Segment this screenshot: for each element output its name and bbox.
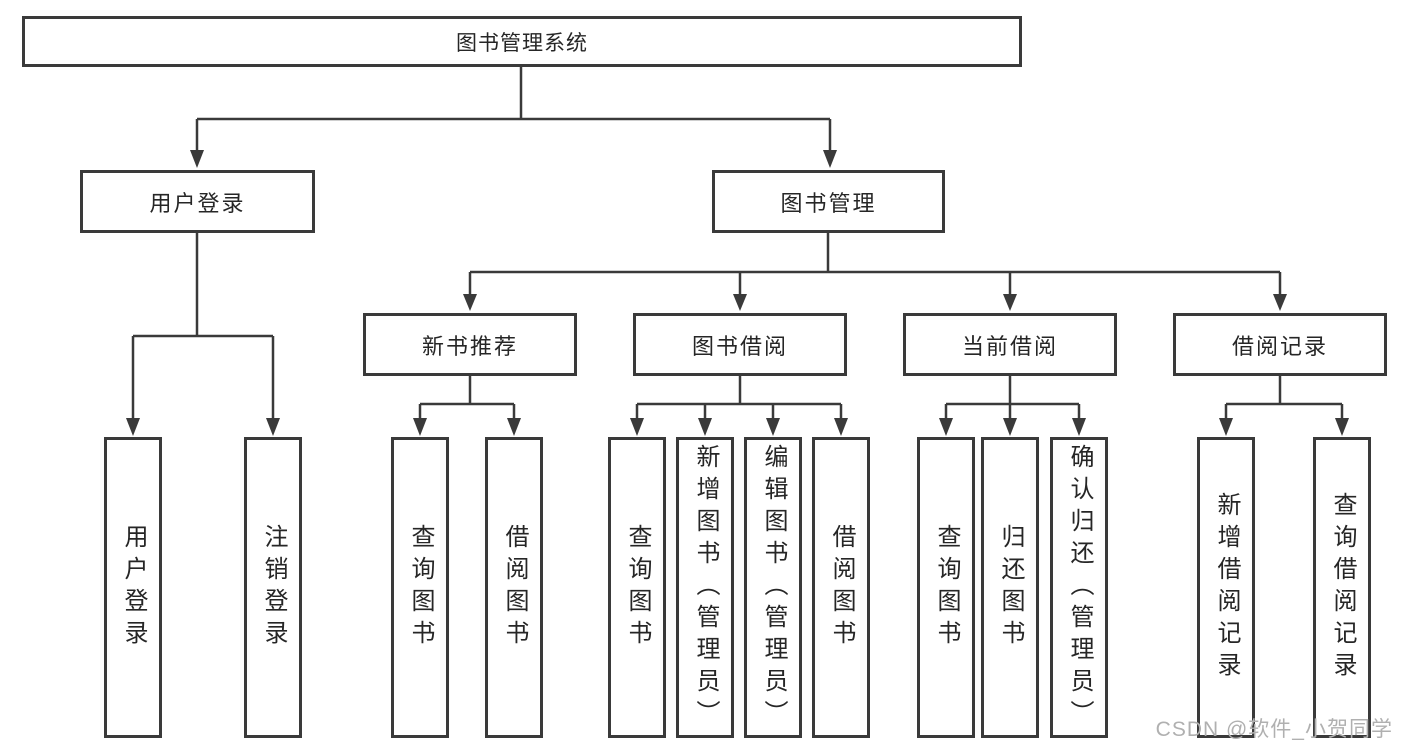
connector-borrowing-records-branch xyxy=(1219,376,1349,436)
leaf-logout: 注销登录 xyxy=(244,437,302,738)
connector-user-login-branch xyxy=(126,233,280,436)
node-label: 查询借阅记录 xyxy=(1329,491,1356,684)
node-label: 注销登录 xyxy=(260,523,287,652)
node-book-borrowing: 图书借阅 xyxy=(633,313,847,376)
leaf-borrow-books-recommendation: 借阅图书 xyxy=(485,437,543,738)
node-label: 借阅图书 xyxy=(828,523,855,652)
node-label: 借阅图书 xyxy=(501,523,528,652)
node-label: 新书推荐 xyxy=(421,333,518,359)
connector-book-management-branch xyxy=(463,233,1287,311)
node-label: 当前借阅 xyxy=(961,333,1058,359)
node-label: 归还图书 xyxy=(997,523,1024,652)
leaf-user-login: 用户登录 xyxy=(104,437,162,738)
leaf-query-borrow-record: 查询借阅记录 xyxy=(1313,437,1371,738)
node-label: 新增图书（管理员） xyxy=(692,443,719,732)
node-label: 查询图书 xyxy=(624,523,651,652)
node-label: 编辑图书（管理员） xyxy=(760,443,787,732)
node-label: 确认归还（管理员） xyxy=(1066,443,1093,732)
node-user-login: 用户登录 xyxy=(80,170,315,233)
connector-book-borrowing-branch xyxy=(630,376,848,436)
node-label: 借阅记录 xyxy=(1231,333,1328,359)
leaf-query-books-current: 查询图书 xyxy=(917,437,975,738)
connector-new-book-branch xyxy=(413,376,521,436)
node-label: 新增借阅记录 xyxy=(1213,491,1240,684)
connector-root-to-level1 xyxy=(190,67,837,168)
leaf-query-books-recommendation: 查询图书 xyxy=(391,437,449,738)
node-library-management-system: 图书管理系统 xyxy=(22,16,1022,67)
node-label: 查询图书 xyxy=(407,523,434,652)
node-label: 图书管理系统 xyxy=(456,31,588,55)
connector-current-borrowing-branch xyxy=(939,376,1086,436)
node-borrowing-records: 借阅记录 xyxy=(1173,313,1387,376)
leaf-confirm-return-admin: 确认归还（管理员） xyxy=(1050,437,1108,738)
node-current-borrowing: 当前借阅 xyxy=(903,313,1117,376)
csdn-watermark: CSDN @软件_小贺同学 xyxy=(1155,718,1393,741)
node-label: 图书借阅 xyxy=(691,333,788,359)
node-label: 查询图书 xyxy=(933,523,960,652)
node-label: 图书管理 xyxy=(780,190,877,216)
node-new-book-recommendation: 新书推荐 xyxy=(363,313,577,376)
leaf-return-books: 归还图书 xyxy=(981,437,1039,738)
leaf-query-books-borrowing: 查询图书 xyxy=(608,437,666,738)
leaf-edit-book-admin: 编辑图书（管理员） xyxy=(744,437,802,738)
node-book-management: 图书管理 xyxy=(712,170,945,233)
leaf-borrow-books-borrowing: 借阅图书 xyxy=(812,437,870,738)
node-label: 用户登录 xyxy=(149,190,246,216)
leaf-add-borrow-record: 新增借阅记录 xyxy=(1197,437,1255,738)
leaf-add-book-admin: 新增图书（管理员） xyxy=(676,437,734,738)
node-label: 用户登录 xyxy=(120,523,147,652)
